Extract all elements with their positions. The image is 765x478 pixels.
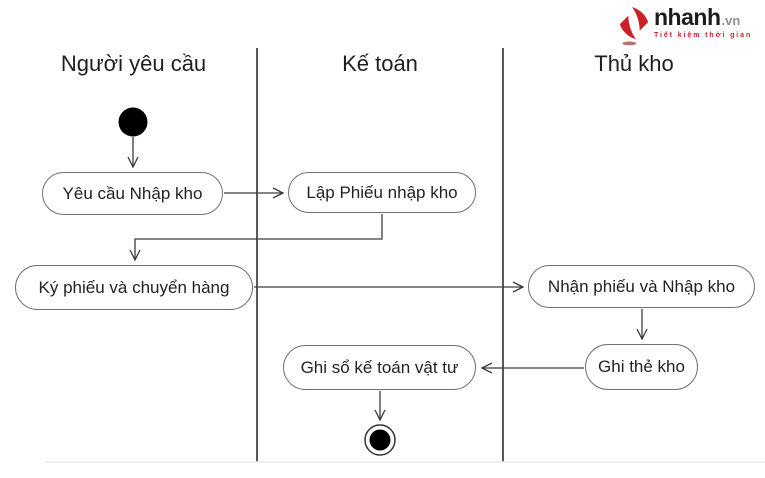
nhanh-vn-logo: nhanh .vn Tiết kiệm thời gian [618, 6, 752, 46]
activity-yeu-cau-nhap-kho: Yêu cầu Nhập kho [42, 172, 223, 215]
activity-ky-phieu-va-chuyen-hang: Ký phiếu và chuyển hàng [15, 265, 253, 310]
logo-tld-text: .vn [721, 13, 741, 28]
activity-lap-phieu-nhap-kho: Lập Phiếu nhập kho [288, 172, 476, 213]
activity-nhan-phieu-va-nhap-kho: Nhận phiếu và Nhập kho [528, 265, 755, 308]
final-node [364, 424, 396, 456]
nhanh-logo-icon [619, 7, 649, 46]
activity-ghi-the-kho: Ghi thẻ kho [585, 344, 698, 390]
logo-tagline: Tiết kiệm thời gian [654, 32, 753, 39]
logo-brand-text: nhanh [654, 4, 721, 30]
edge-lap-phieu-to-ky-phieu [135, 214, 383, 260]
activity-ghi-so-ke-toan-vat-tu: Ghi sổ kế toán vật tư [283, 345, 476, 390]
lane-header-ke-toan: Kế toán [342, 51, 418, 76]
lane-header-nguoi-yeu-cau: Người yêu cầu [60, 51, 207, 76]
lane-header-thu-kho: Thủ kho [594, 51, 674, 76]
initial-node [118, 107, 148, 137]
